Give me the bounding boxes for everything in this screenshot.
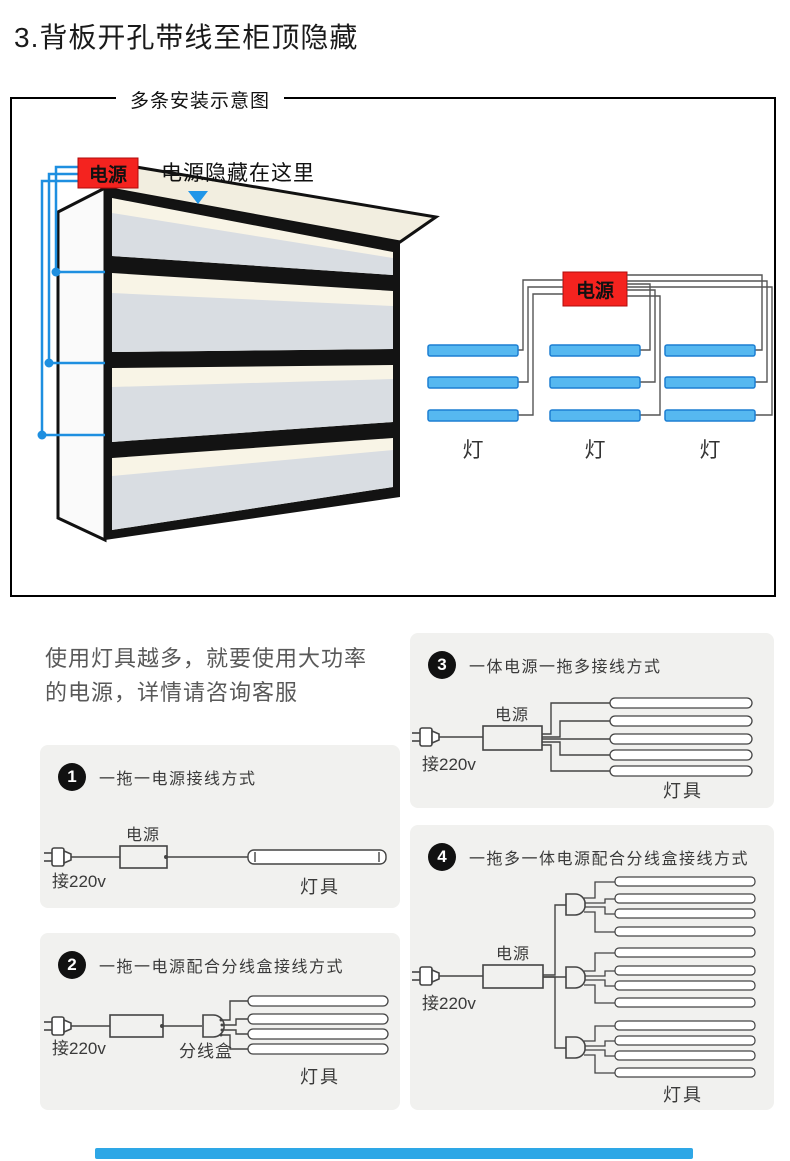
plug-icon xyxy=(44,1016,72,1036)
fan-wires xyxy=(222,1000,248,1050)
down-arrow-icon xyxy=(188,191,208,204)
power-tag xyxy=(77,157,139,189)
method-4-title: 一拖多一体电源配合分线盒接线方式 xyxy=(469,851,750,868)
power-wires xyxy=(40,165,105,437)
mains-label: 接220v xyxy=(422,755,476,774)
method-1-number-badge: 1 xyxy=(58,763,86,791)
plug-icon xyxy=(412,966,440,986)
wiring-wires xyxy=(518,274,773,416)
lamp-label: 灯具 xyxy=(663,781,703,801)
plug-icon xyxy=(412,727,440,747)
hint-text: 电源隐藏在这里 xyxy=(161,162,315,185)
method-3-header: 3 一体电源一拖多接线方式 xyxy=(428,651,662,679)
method-2-diagram: 接220v 分线盒 灯具 xyxy=(44,995,389,1087)
method-3-number-badge: 3 xyxy=(428,651,456,679)
overview-illustration: 电源 电源隐藏在这里 电源 灯 灯 xyxy=(37,157,773,543)
mains-label: 接220v xyxy=(52,872,106,891)
mains-label: 接220v xyxy=(52,1039,106,1058)
lamp-bars xyxy=(427,344,756,422)
mains-label: 接220v xyxy=(422,994,476,1013)
power-driver-box xyxy=(109,1014,164,1038)
lamp-label-3: 灯 xyxy=(700,439,721,462)
method-2-box: 2 一拖一电源配合分线盒接线方式 接220v xyxy=(40,933,400,1110)
power-driver-label: 电源 xyxy=(126,826,160,844)
wire-junction-dots xyxy=(37,267,61,440)
method-4-number-badge: 4 xyxy=(428,843,456,871)
method-4-diagram: 电源 xyxy=(412,876,756,1105)
power-tag-label: 电源 xyxy=(89,163,127,186)
wiring-power-label: 电源 xyxy=(576,279,614,302)
splitter-boxes xyxy=(565,893,586,1059)
fan-wires xyxy=(542,702,610,772)
trunk-wires xyxy=(543,904,566,1049)
fan-wires xyxy=(584,881,615,1074)
method-3-diagram: 电源 接220v 灯具 xyxy=(412,697,753,801)
splitter-box xyxy=(202,1014,225,1038)
lamp-tubes xyxy=(247,995,389,1055)
power-driver-box xyxy=(482,725,543,751)
lamp-tubes xyxy=(609,697,753,777)
page-title: 3.背板开孔带线至柜顶隐藏 xyxy=(14,22,359,53)
power-driver-box xyxy=(119,845,168,869)
lamp-label-2: 灯 xyxy=(585,439,606,462)
method-2-number-badge: 2 xyxy=(58,951,86,979)
method-1-diagram: 电源 接220v 灯具 xyxy=(44,826,387,897)
plug-icon xyxy=(44,847,72,867)
method-3-box: 3 一体电源一拖多接线方式 电源 接220v 灯具 xyxy=(410,633,774,808)
power-note: 使用灯具越多，就要使用大功率 的电源，详情请咨询客服 xyxy=(45,642,405,710)
splitter-pins xyxy=(219,1018,224,1037)
method-2-header: 2 一拖一电源配合分线盒接线方式 xyxy=(58,951,344,979)
lamp-label: 灯具 xyxy=(300,877,340,897)
lamp-label: 灯具 xyxy=(300,1067,340,1087)
power-driver-box xyxy=(482,964,544,989)
method-4-header: 4 一拖多一体电源配合分线盒接线方式 xyxy=(428,843,749,871)
method-3-title: 一体电源一拖多接线方式 xyxy=(469,659,662,676)
multi-strip-install-diagram: 多条安装示意图 电源 xyxy=(10,86,776,597)
method-1-box: 1 一拖一电源接线方式 电源 接220v 灯具 xyxy=(40,745,400,908)
note-line-2: 的电源，详情请咨询客服 xyxy=(45,680,299,705)
method-1-title: 一拖一电源接线方式 xyxy=(99,771,257,788)
lamp-label: 灯具 xyxy=(663,1085,703,1105)
method-1-header: 1 一拖一电源接线方式 xyxy=(58,763,257,791)
diagram-box-label: 多条安装示意图 xyxy=(116,86,285,113)
power-driver-label: 电源 xyxy=(495,706,529,724)
bottom-accent-bar xyxy=(95,1148,693,1159)
method-2-title: 一拖一电源配合分线盒接线方式 xyxy=(99,959,345,976)
lamp-tube xyxy=(247,849,387,865)
method-4-box: 4 一拖多一体电源配合分线盒接线方式 电源 xyxy=(410,825,774,1110)
cabinet-shelves xyxy=(112,198,393,530)
lamp-label-1: 灯 xyxy=(463,439,484,462)
lamp-tubes xyxy=(614,876,756,1078)
wiring-power-box xyxy=(562,271,628,307)
note-line-1: 使用灯具越多，就要使用大功率 xyxy=(45,646,368,671)
splitter-label: 分线盒 xyxy=(179,1042,233,1061)
power-driver-label: 电源 xyxy=(496,945,530,963)
